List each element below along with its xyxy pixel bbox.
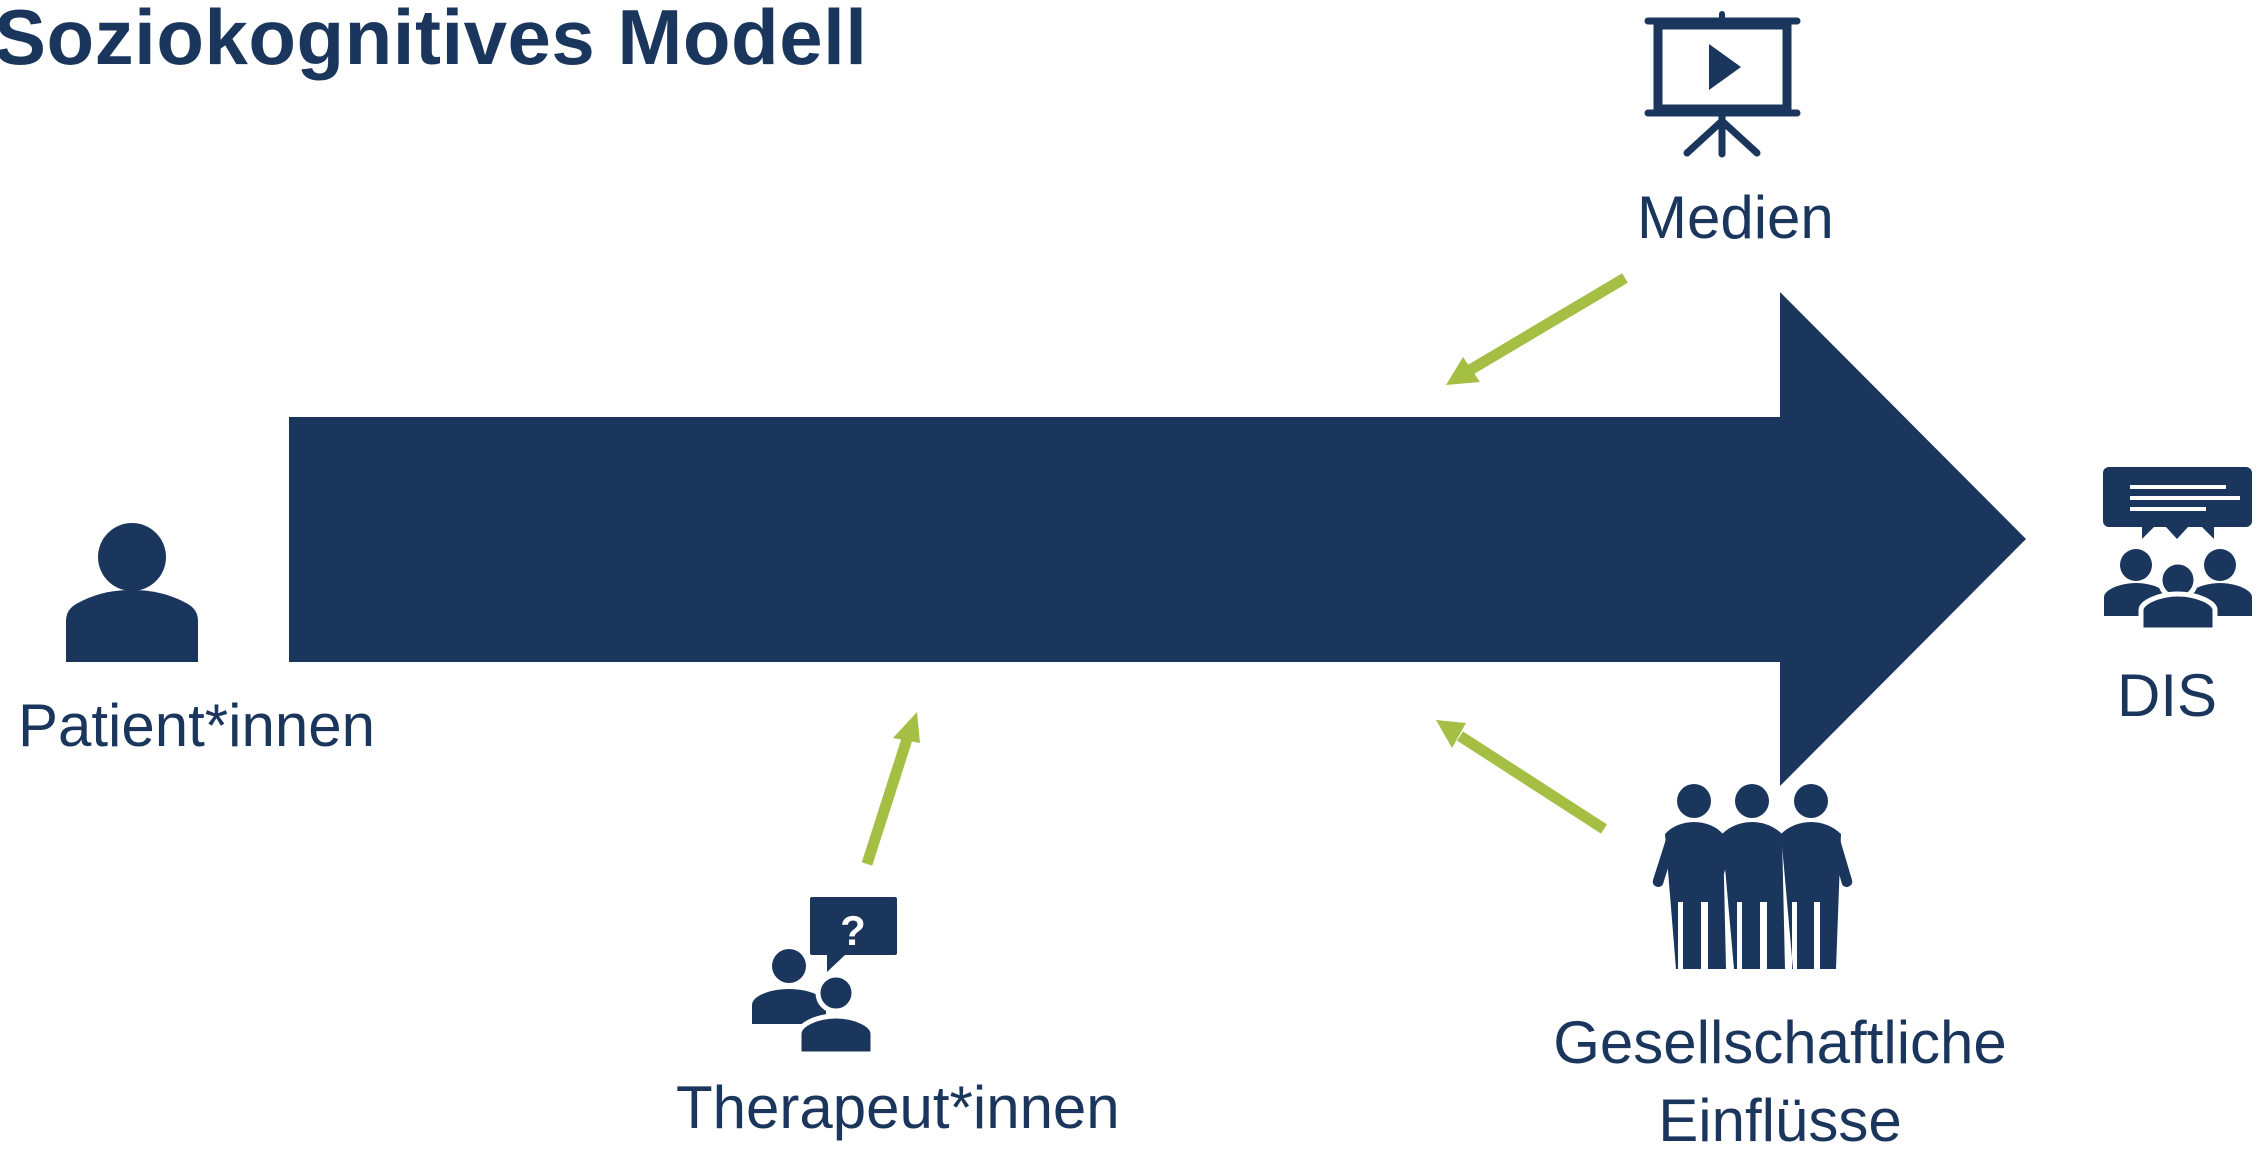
diagram-title: Soziokognitives Modell (0, 0, 868, 81)
group-discussion-icon (2103, 467, 2252, 633)
person-icon (66, 523, 198, 662)
influence-arrow-gesellschaft (1436, 720, 1607, 834)
dis-label: DIS (2117, 662, 2218, 729)
gesellschaft-label-line-2: Einflüsse (1658, 1087, 1902, 1154)
patient-label: Patient*innen (18, 692, 375, 759)
consultation-question-icon: ? (752, 897, 897, 1057)
influence-arrow-medien (1446, 273, 1628, 385)
gesellschaft-label-line-1: Gesellschaftliche (1553, 1009, 2007, 1076)
main-process-arrow (289, 292, 2026, 786)
svg-text:?: ? (840, 907, 866, 954)
gesellschaft-label: Gesellschaftliche Einflüsse (1530, 1004, 2030, 1160)
therapeut-label: Therapeut*innen (676, 1074, 1120, 1141)
medien-label: Medien (1637, 184, 1834, 251)
presentation-screen-icon (1644, 11, 1801, 158)
people-group-icon (1652, 784, 1853, 969)
influence-arrow-therapeut (861, 712, 920, 866)
